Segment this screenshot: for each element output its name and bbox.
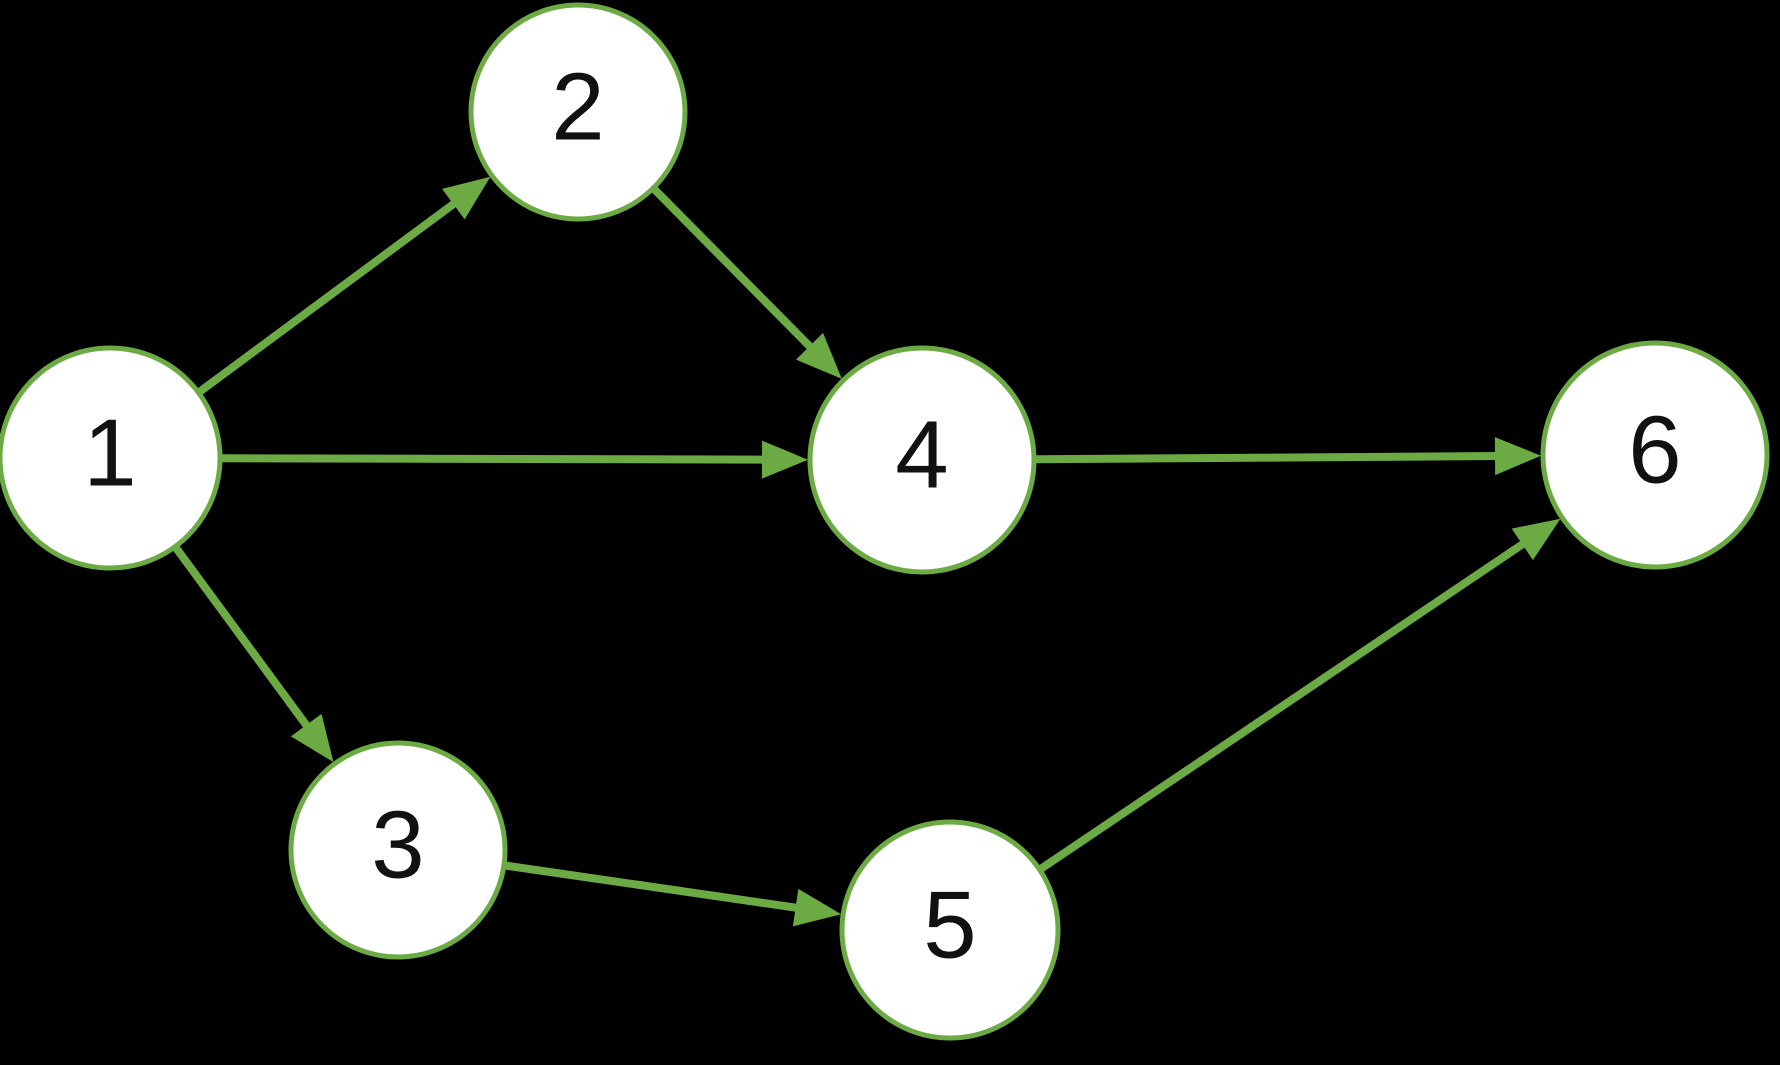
graph-edge-4-to-6 bbox=[1035, 437, 1541, 476]
graph-node-6[interactable]: 6 bbox=[1540, 340, 1770, 570]
graph-edge-1-to-3 bbox=[173, 545, 334, 763]
edge-arrowhead bbox=[796, 332, 842, 379]
edge-line bbox=[1038, 537, 1530, 872]
node-circle-5[interactable] bbox=[839, 819, 1061, 1041]
edge-arrowhead bbox=[1494, 437, 1541, 476]
edge-line bbox=[173, 545, 314, 733]
graph-edge-3-to-5 bbox=[505, 861, 842, 927]
edge-arrowhead bbox=[761, 440, 808, 479]
node-circle-4[interactable] bbox=[807, 345, 1037, 575]
node-label-4: 4 bbox=[895, 401, 948, 508]
node-label-3: 3 bbox=[371, 791, 424, 898]
edge-arrowhead bbox=[442, 176, 491, 220]
graph-node-5[interactable]: 5 bbox=[839, 819, 1061, 1041]
edge-line bbox=[505, 861, 803, 913]
edge-arrowhead bbox=[1511, 518, 1561, 561]
nodes-layer: 1 2 3 4 5 6 bbox=[0, 2, 1770, 1041]
graph-edge-5-to-6 bbox=[1038, 518, 1561, 872]
graph-edge-1-to-2 bbox=[197, 176, 491, 395]
node-label-2: 2 bbox=[551, 53, 604, 160]
graph-node-2[interactable]: 2 bbox=[468, 2, 688, 222]
edge-line bbox=[1035, 452, 1502, 464]
edge-line bbox=[197, 197, 461, 395]
graph-node-4[interactable]: 4 bbox=[807, 345, 1037, 575]
edges-layer bbox=[173, 176, 1561, 927]
node-circle-2[interactable] bbox=[468, 2, 688, 222]
edge-arrowhead bbox=[290, 713, 334, 763]
edge-arrowhead bbox=[792, 888, 842, 927]
node-label-1: 1 bbox=[83, 399, 136, 506]
node-label-5: 5 bbox=[923, 871, 976, 978]
node-circle-3[interactable] bbox=[288, 740, 508, 960]
node-label-6: 6 bbox=[1628, 396, 1681, 503]
edge-line bbox=[651, 186, 817, 354]
node-circle-6[interactable] bbox=[1540, 340, 1770, 570]
node-circle-1[interactable] bbox=[0, 345, 223, 571]
graph-edge-2-to-4 bbox=[651, 186, 842, 379]
graph-node-1[interactable]: 1 bbox=[0, 345, 223, 571]
graph-edge-1-to-4 bbox=[221, 440, 808, 479]
edge-line bbox=[221, 454, 769, 464]
graph-node-3[interactable]: 3 bbox=[288, 740, 508, 960]
